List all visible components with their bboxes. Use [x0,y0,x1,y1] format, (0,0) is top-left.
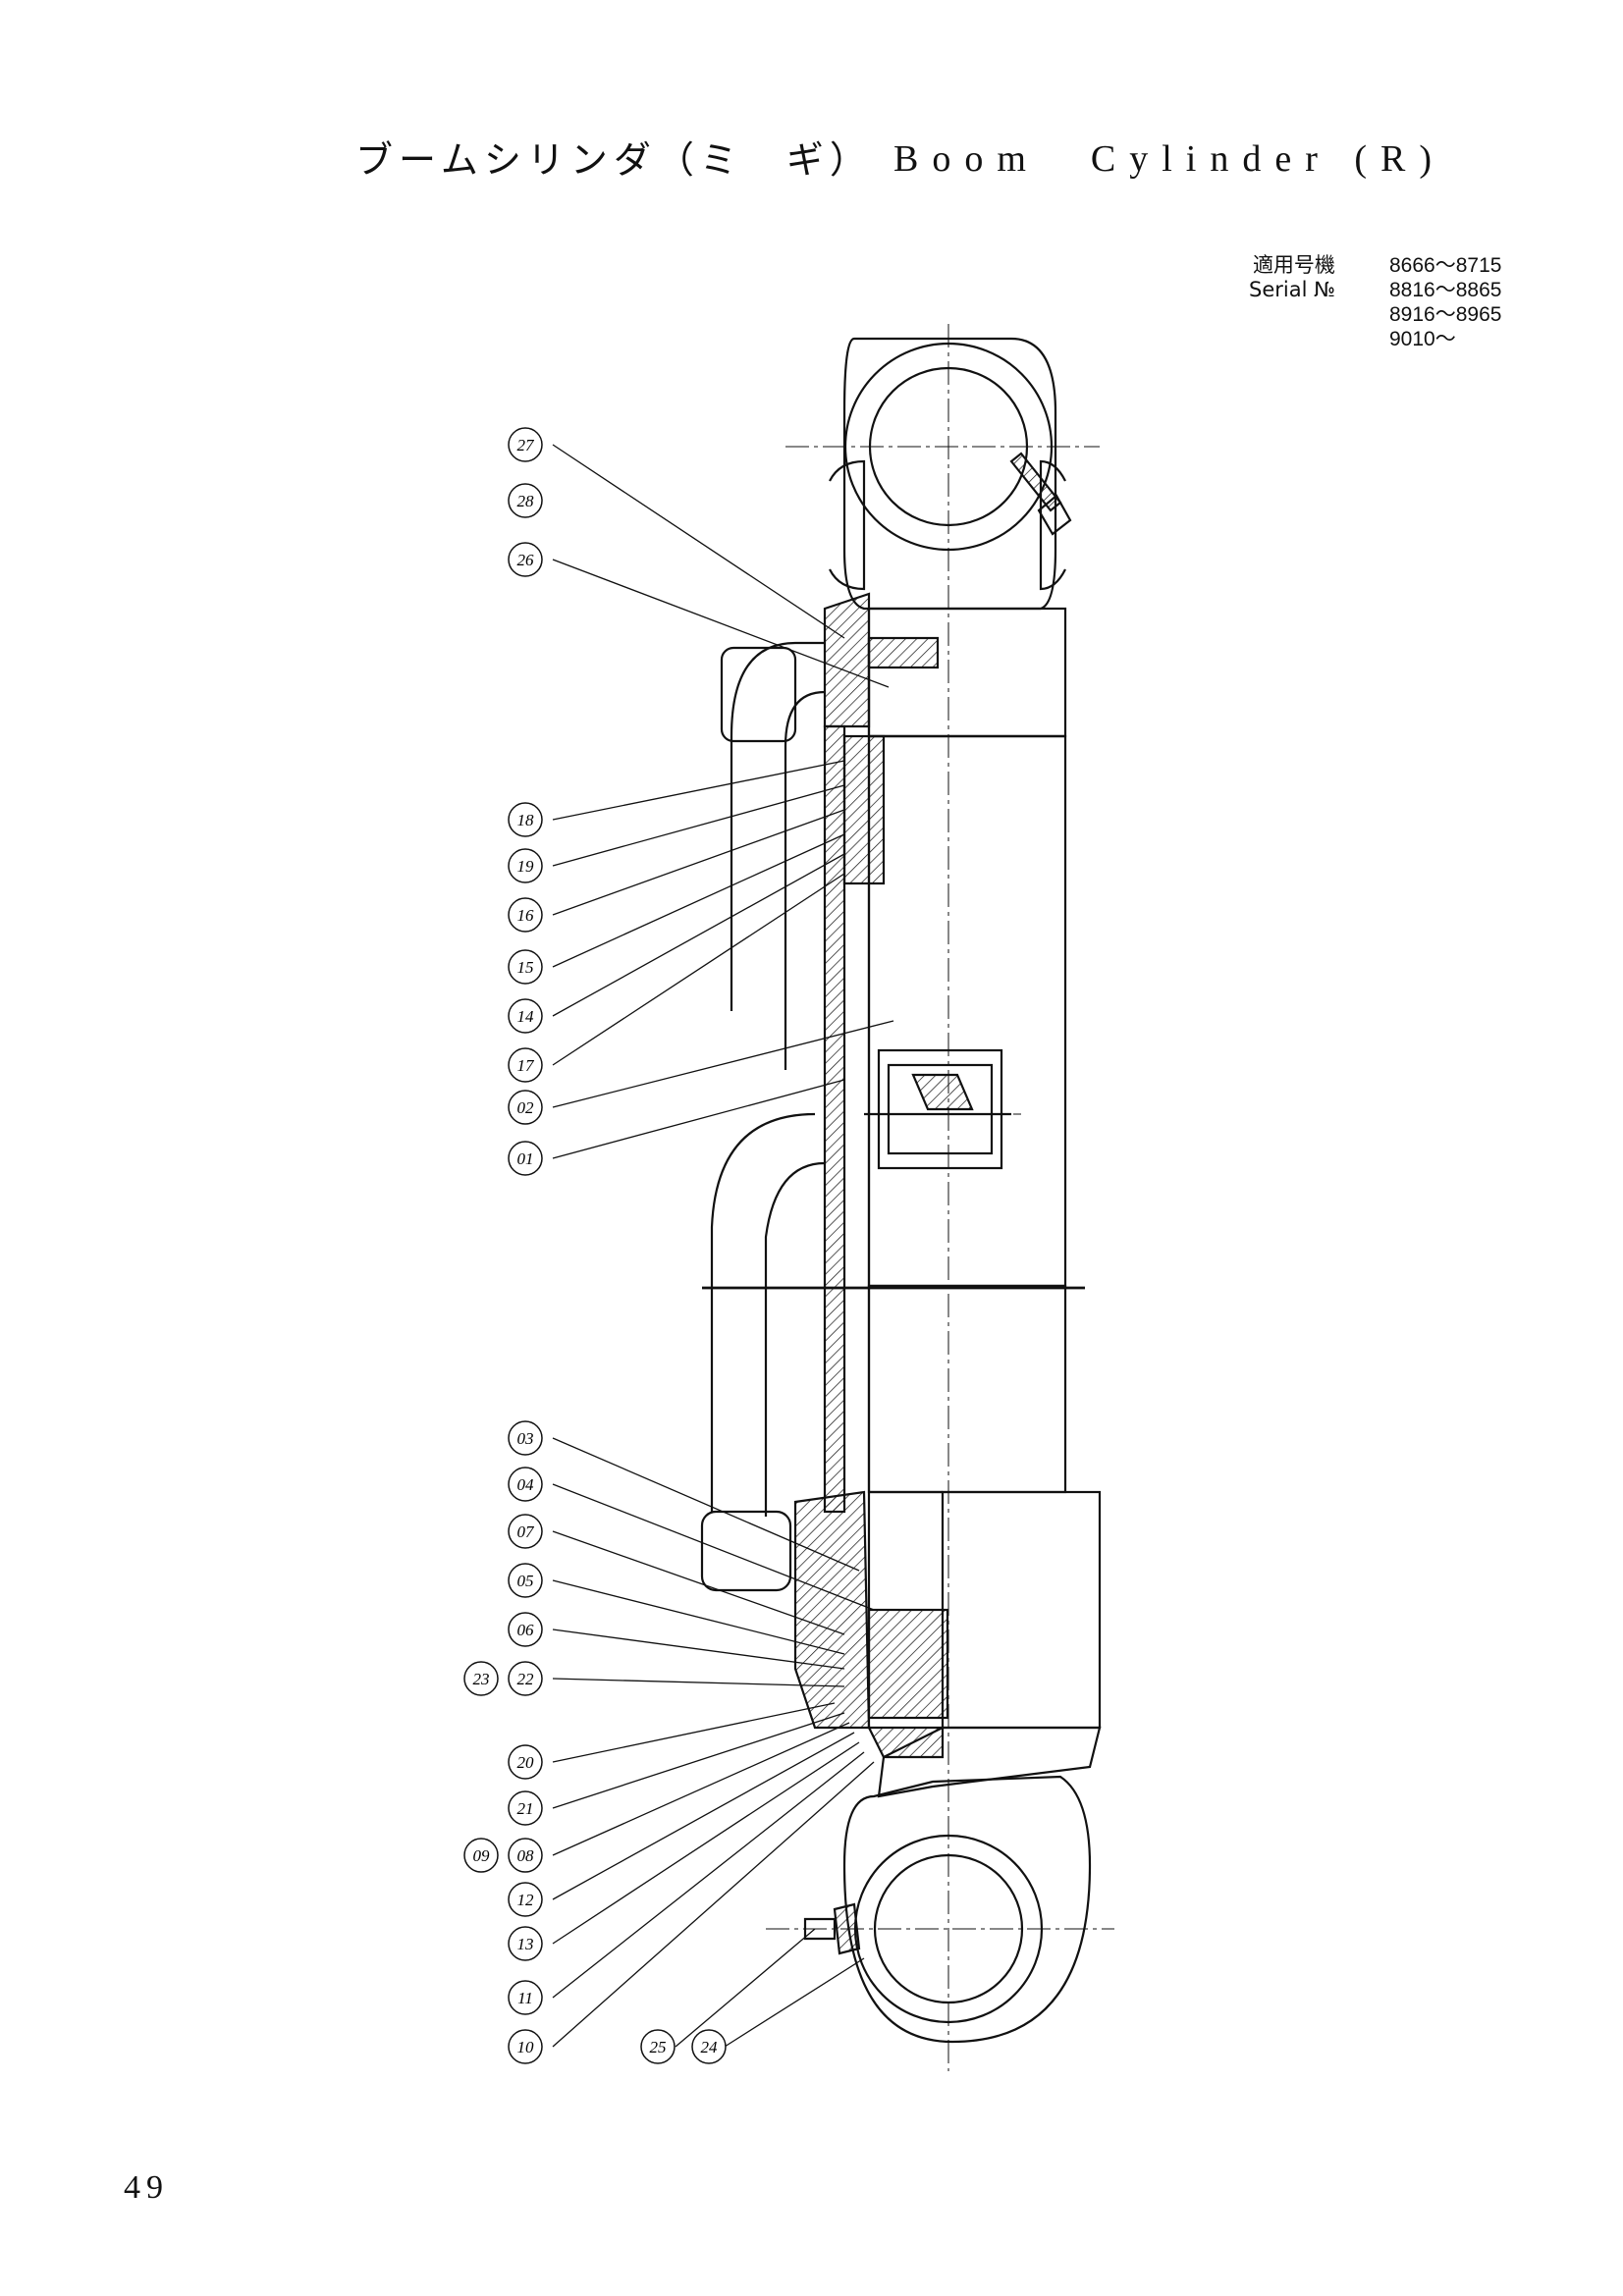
svg-text:18: 18 [517,811,535,829]
callout-25: 25 [640,2029,676,2064]
callout-08: 08 [508,1838,543,1873]
callout-19: 19 [508,848,543,883]
title-english: Boom Cylinder (R) [893,138,1446,180]
callout-22: 22 [508,1661,543,1696]
callout-16: 16 [508,897,543,933]
callout-11: 11 [508,1980,543,2015]
callout-27: 27 [508,427,543,462]
svg-text:08: 08 [517,1846,535,1865]
callout-01: 01 [508,1141,543,1176]
svg-text:12: 12 [517,1891,535,1909]
serial-range-1: 8666〜8715 [1389,254,1502,277]
callout-23: 23 [463,1661,499,1696]
leader-lines [552,444,894,2048]
svg-text:22: 22 [517,1670,535,1688]
svg-text:27: 27 [517,436,536,454]
cylinder-body [700,337,1102,2044]
callout-05: 05 [508,1563,543,1598]
page-number: 49 [124,2169,169,2206]
svg-text:04: 04 [517,1475,535,1494]
callout-14: 14 [508,998,543,1034]
svg-text:16: 16 [517,906,535,925]
serial-number-list: 8666〜8715 8816〜8865 8916〜8965 9010〜 [1389,253,1501,351]
callout-20: 20 [508,1744,543,1780]
svg-text:02: 02 [517,1098,535,1117]
callout-18: 18 [508,802,543,837]
svg-text:23: 23 [473,1670,490,1688]
callout-06: 06 [508,1612,543,1647]
svg-text:01: 01 [517,1149,534,1168]
svg-text:20: 20 [517,1753,535,1772]
svg-text:10: 10 [517,2038,535,2056]
callout-28: 28 [508,483,543,518]
centerlines [766,324,1114,2071]
svg-text:19: 19 [517,857,535,876]
svg-text:28: 28 [517,492,535,510]
callout-26: 26 [508,542,543,577]
svg-text:21: 21 [517,1799,534,1818]
callout-04: 04 [508,1467,543,1502]
serial-range-3: 8916〜8965 [1389,303,1502,326]
svg-text:26: 26 [517,551,535,569]
svg-text:15: 15 [517,958,534,977]
callout-09: 09 [463,1838,499,1873]
svg-text:09: 09 [473,1846,491,1865]
callout-17: 17 [508,1047,543,1083]
callout-15: 15 [508,949,543,985]
title-japanese: ブームシリンダ（ミ ギ） [355,138,873,182]
svg-text:06: 06 [517,1621,535,1639]
svg-text:17: 17 [517,1056,536,1075]
svg-text:11: 11 [517,1989,533,2007]
svg-text:03: 03 [517,1429,534,1448]
svg-text:05: 05 [517,1572,534,1590]
callout-03: 03 [508,1420,543,1456]
serial-label: 適用号機 Serial № [1249,253,1335,302]
callout-12: 12 [508,1882,543,1917]
svg-text:14: 14 [517,1007,535,1026]
svg-text:24: 24 [701,2038,719,2056]
callout-labels: 27 28 26 18 19 16 15 14 17 02 01 03 04 0… [463,427,727,2064]
callout-13: 13 [508,1926,543,1961]
callout-10: 10 [508,2029,543,2064]
callout-21: 21 [508,1790,543,1826]
callout-07: 07 [508,1514,543,1549]
serial-label-en: Serial № [1249,278,1335,301]
svg-text:25: 25 [650,2038,667,2056]
svg-text:07: 07 [517,1522,536,1541]
callout-24: 24 [691,2029,727,2064]
serial-label-jp: 適用号機 [1252,253,1335,277]
svg-text:13: 13 [517,1935,534,1953]
serial-range-4: 9010〜 [1389,328,1456,350]
callout-02: 02 [508,1090,543,1125]
serial-range-2: 8816〜8865 [1389,279,1502,301]
